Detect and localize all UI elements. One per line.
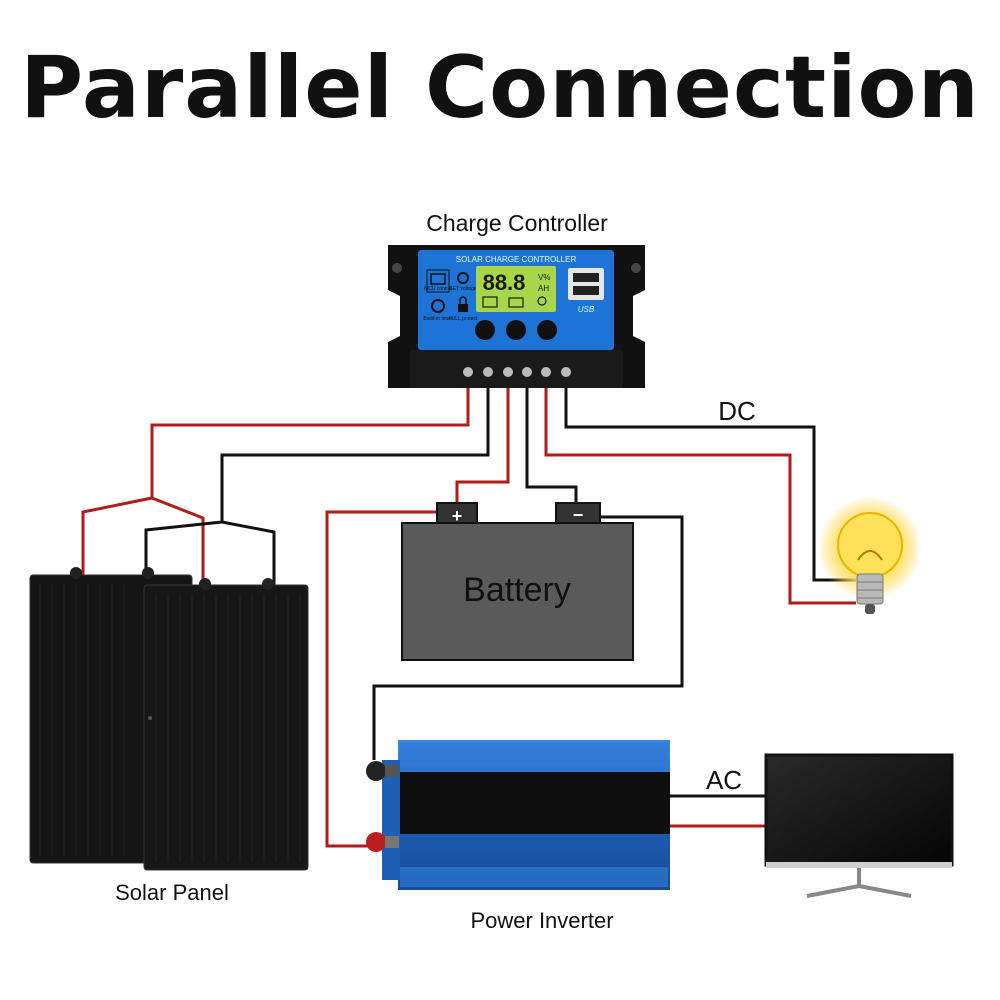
wires — [81, 380, 856, 848]
lcd-units-bottom: AH — [538, 284, 549, 293]
lock-icon — [458, 304, 468, 312]
lcd-panel-icon — [482, 296, 498, 308]
usb-port-icon — [568, 268, 604, 300]
controller-header: SOLAR CHARGE CONTROLLER — [456, 255, 577, 264]
lcd-screen — [476, 266, 556, 312]
battery-minus-sign: − — [573, 505, 584, 525]
lcd-units-top: V% — [538, 273, 550, 282]
lcd-digits: 88.8 — [483, 270, 526, 295]
inverter-positive-wire — [325, 510, 437, 848]
battery-label: Battery — [463, 571, 571, 609]
icon-mcu-label: MCU control — [424, 286, 452, 292]
inverter-positive-terminal — [366, 832, 386, 852]
monitor-icon — [764, 753, 954, 898]
icon-set-label: SET voltage — [449, 286, 476, 292]
solar-panel-label: Solar Panel — [115, 880, 229, 905]
page-title: Parallel Connection — [20, 38, 980, 138]
clock-icon — [431, 299, 445, 313]
controller-icons: MCU control SET voltage Build-in timer F… — [423, 269, 478, 322]
solar-positive-wire — [81, 380, 470, 585]
controller-button-2 — [506, 320, 526, 340]
usb-label: USB — [578, 305, 595, 314]
power-inverter-label: Power Inverter — [470, 908, 613, 933]
inverter-black-band — [395, 772, 670, 834]
battery: + − Battery — [401, 502, 634, 661]
solar-negative-wire — [144, 380, 490, 585]
power-inverter — [366, 740, 670, 890]
controller-button-3 — [537, 320, 557, 340]
controller-button-1 — [475, 320, 495, 340]
inverter-negative-wire — [372, 515, 684, 760]
controller-terminals — [463, 367, 571, 377]
charge-controller: SOLAR CHARGE CONTROLLER MCU control SET … — [388, 245, 645, 388]
battery-plus-sign: + — [452, 506, 463, 526]
ac-label: AC — [706, 765, 742, 795]
load-positive-wire — [544, 380, 856, 605]
dc-label: DC — [718, 396, 756, 426]
inverter-negative-terminal — [366, 761, 386, 781]
load-negative-wire — [564, 380, 856, 582]
battery-body — [401, 522, 634, 661]
battery-negative-wire — [525, 380, 578, 508]
charge-controller-label: Charge Controller — [426, 210, 608, 236]
icon-protect-label: FULL protect — [449, 316, 478, 322]
battery-positive-wire — [455, 380, 510, 508]
icon-timer-label: Build-in timer — [423, 316, 453, 322]
solar-panel-front — [143, 578, 309, 871]
gear-icon — [457, 272, 469, 284]
lcd-bulb-icon — [537, 296, 547, 306]
lcd-battery-icon — [508, 297, 524, 308]
bulb-icon — [818, 496, 922, 614]
chip-icon — [430, 273, 446, 285]
solar-panels — [29, 567, 309, 871]
